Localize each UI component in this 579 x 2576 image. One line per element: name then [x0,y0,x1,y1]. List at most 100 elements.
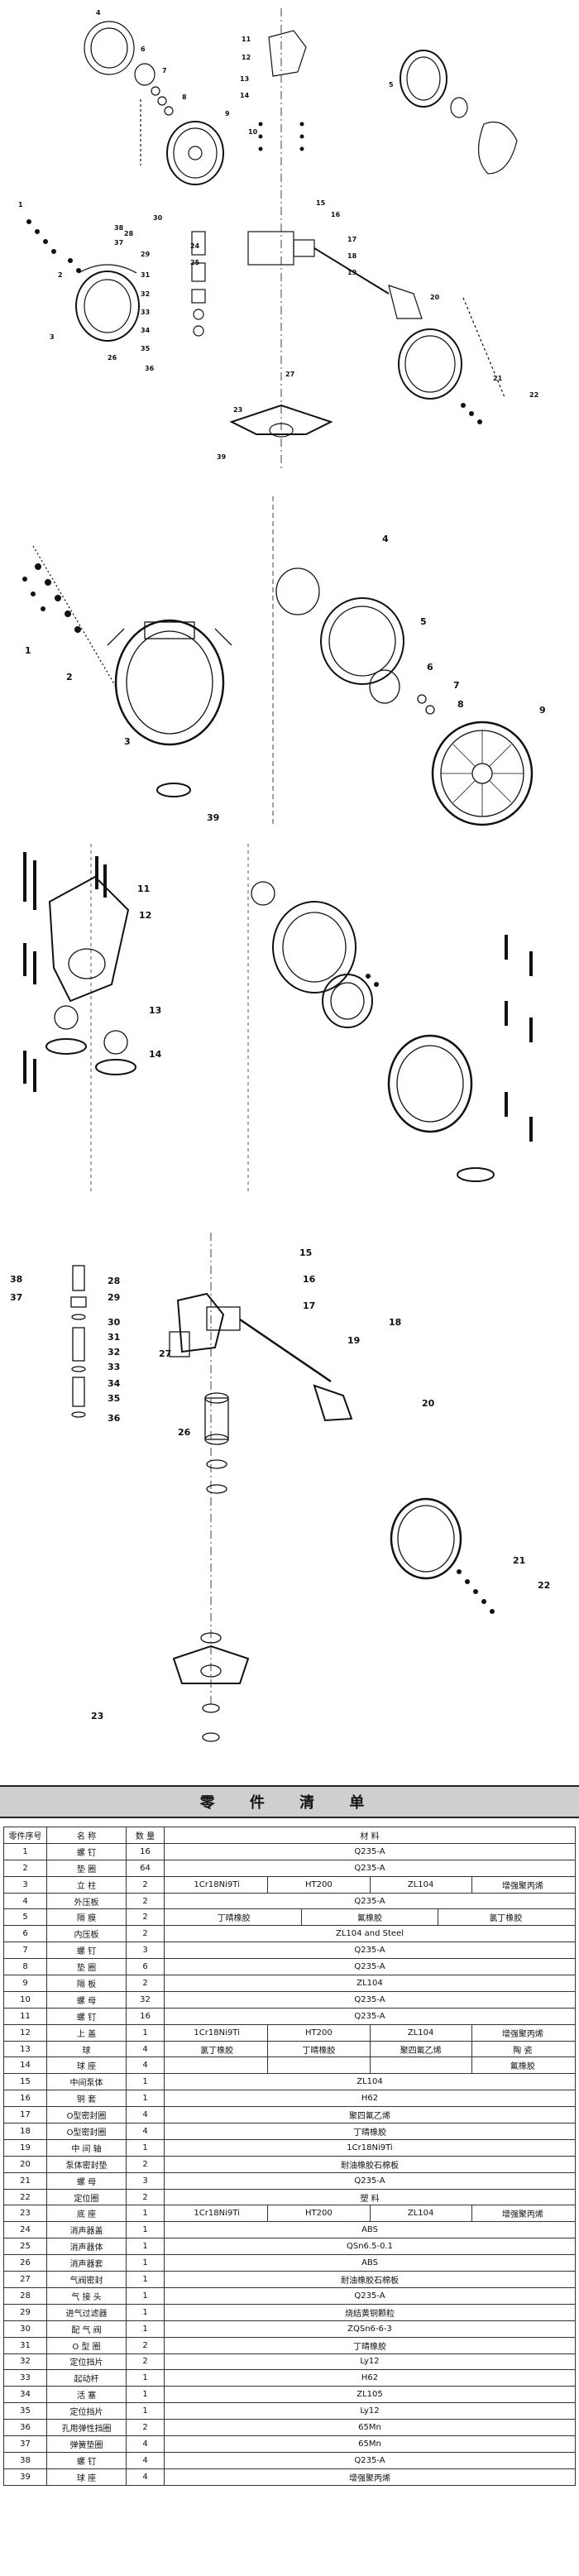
part-number-cell: 3 [3,1875,47,1894]
svg-text:29: 29 [108,1292,120,1303]
part-material-cell: Q235-A [164,1842,576,1860]
part-name-cell: 球 座 [46,2056,127,2075]
part-qty-cell: 1 [126,2286,165,2305]
part-qty-cell: 1 [126,2073,165,2091]
part-material-cell: Q235-A [164,2171,576,2190]
part-material-cell: Ly12 [164,2353,576,2371]
svg-text:34: 34 [141,327,151,334]
material-option [267,2057,369,2073]
svg-text:22: 22 [538,1580,550,1591]
part-material-cell: 氟橡胶 [164,2056,576,2075]
part-number-cell: 16 [3,2090,47,2108]
part-material-cell: Q235-A [164,2007,576,2025]
part-number-cell: 9 [3,1975,47,1992]
material-option: 烧结黄铜颗粒 [345,2309,395,2319]
part-number-cell: 27 [3,2271,47,2288]
svg-text:36: 36 [108,1413,121,1424]
svg-text:28: 28 [124,230,134,237]
part-qty-cell: 2 [126,2155,165,2173]
part-name-cell: 上 盖 [46,2023,127,2042]
part-qty-cell: 2 [126,1975,165,1992]
part-name-cell: 螺 钉 [46,1942,127,1960]
exploded-view-chamber-drawing: 123 456 789 39 [22,496,546,827]
svg-text:35: 35 [108,1393,120,1404]
part-name-cell: 配 气 阀 [46,2320,127,2338]
part-qty-cell: 16 [126,2007,165,2025]
part-material-cell: ABS [164,2254,576,2272]
svg-text:9: 9 [539,705,546,716]
svg-text:28: 28 [108,1276,120,1286]
part-name-cell: 起动杆 [46,2369,127,2387]
part-number-cell: 25 [3,2238,47,2256]
svg-text:7: 7 [162,67,167,74]
svg-text:19: 19 [347,1335,360,1346]
material-option: Q235-A [354,2176,385,2186]
part-material-cell: ZL105 [164,2386,576,2404]
material-option: ZL104 [369,2025,471,2041]
material-option: Q235-A [354,1962,385,1972]
material-option: 1Cr18Ni9Ti [347,2143,393,2152]
part-number-cell: 13 [3,2040,47,2058]
svg-text:33: 33 [108,1362,120,1372]
part-qty-cell: 1 [126,2221,165,2239]
part-material-cell: 氯丁橡胶丁晴橡胶聚四氟乙烯陶 瓷 [164,2040,576,2058]
part-name-cell: 外压板 [46,1892,127,1910]
material-option: Q235-A [354,2011,385,2021]
part-name-cell: 螺 母 [46,1990,127,2009]
part-name-cell: 垫 圈 [46,1958,127,1976]
part-name-cell: O型密封圈 [46,2106,127,2124]
svg-text:9: 9 [225,110,230,117]
part-name-cell: O 型 圈 [46,2336,127,2354]
part-qty-cell: 2 [126,1892,165,1910]
material-option: Q235-A [354,1863,385,1873]
part-name-cell: 内压板 [46,1925,127,1943]
material-option: ZL104 [356,2077,383,2087]
part-name-cell: 隔 膜 [46,1908,127,1927]
material-option: 增强聚丙烯 [471,1877,573,1893]
part-number-cell: 20 [3,2155,47,2173]
part-material-cell: 65Mn [164,2435,576,2453]
material-option: 氟橡胶 [471,2057,573,2073]
part-name-cell: 气 接 头 [46,2286,127,2305]
part-number-cell: 38 [3,2451,47,2469]
part-material-cell: 增强聚丙烯 [164,2468,576,2486]
svg-text:17: 17 [347,236,356,243]
part-name-cell: 消声器体 [46,2238,127,2256]
part-name-cell: 垫 圈 [46,1859,127,1877]
part-material-cell: Q235-A [164,2286,576,2305]
svg-text:21: 21 [513,1555,525,1566]
material-option: 丁晴橡胶 [353,2128,386,2138]
material-option: ABS [361,2258,378,2268]
svg-text:6: 6 [427,662,433,673]
material-option: HT200 [267,1877,369,1893]
material-option: Ly12 [360,2406,380,2416]
part-qty-cell: 2 [126,2419,165,2436]
part-material-cell: 塑 料 [164,2188,576,2206]
part-number-cell: 19 [3,2138,47,2157]
material-option: 丁晴橡胶 [217,1914,251,1924]
part-material-cell: QSn6.5-0.1 [164,2238,576,2256]
part-material-cell: 丁晴橡胶 [164,2336,576,2354]
part-qty-cell: 4 [126,2056,165,2075]
svg-text:18: 18 [389,1317,401,1328]
svg-text:3: 3 [50,333,55,341]
part-qty-cell: 1 [126,2369,165,2387]
svg-text:3: 3 [124,736,131,747]
svg-text:13: 13 [240,75,249,83]
svg-text:1: 1 [18,201,23,208]
